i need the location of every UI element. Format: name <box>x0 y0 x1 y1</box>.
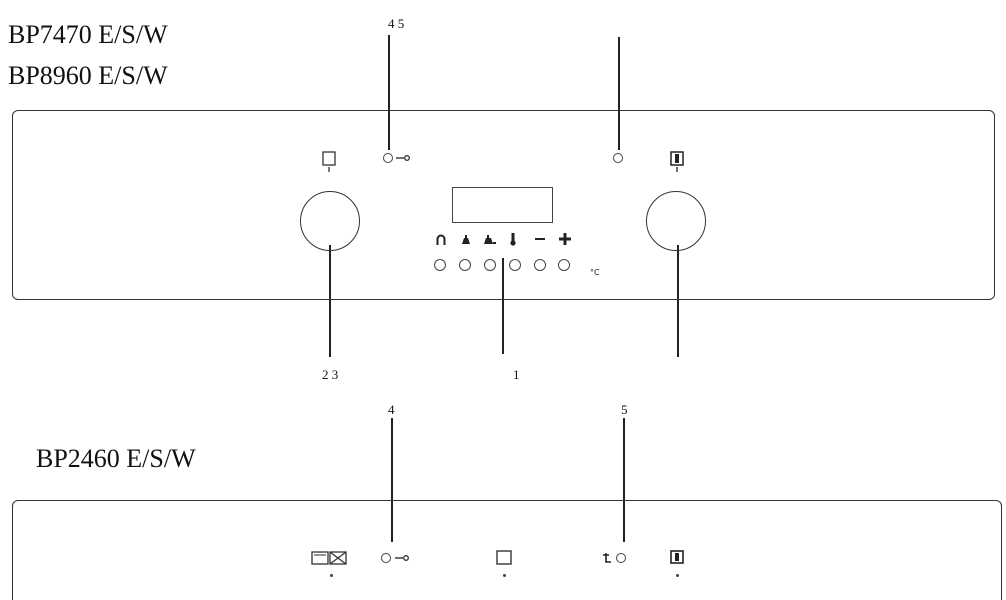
callout-5: 5 <box>621 402 628 417</box>
clock-icon <box>436 234 446 245</box>
minus-button[interactable] <box>534 259 546 271</box>
key-lock-icon <box>396 155 410 161</box>
cooking-start-icon <box>484 235 496 244</box>
control-panel-bottom <box>12 500 1002 600</box>
bell-icon <box>462 235 470 244</box>
leader-line-bottom-timer <box>623 418 625 542</box>
thermometer-icon <box>510 233 516 246</box>
oven-icon <box>496 550 512 565</box>
leader-line-buttons <box>502 258 504 354</box>
callout-4: 4 <box>388 402 395 417</box>
heating-indicator-led <box>613 153 623 163</box>
temperature-knob-icon <box>670 550 684 564</box>
knob-marker-dot <box>503 574 506 577</box>
leader-line-right-led <box>618 37 620 150</box>
clock-button[interactable] <box>434 259 446 271</box>
plus-button[interactable] <box>558 259 570 271</box>
model-label-bp2460: BP2460 E/S/W <box>36 444 196 473</box>
callout-1: 1 <box>513 367 520 382</box>
alarm-button[interactable] <box>459 259 471 271</box>
cooking-end-button[interactable] <box>484 259 496 271</box>
temperature-button[interactable] <box>509 259 521 271</box>
model-label-bp8960: BP8960 E/S/W <box>8 61 168 90</box>
key-lock-icon <box>395 555 409 561</box>
callout-2-3: 2 3 <box>322 367 339 382</box>
temperature-unit-label: °C <box>590 268 600 277</box>
digital-display <box>452 187 553 223</box>
function-selector-knob[interactable] <box>300 191 360 251</box>
oven-light-icon <box>311 551 347 565</box>
minus-icon <box>535 238 545 240</box>
model-label-bp7470: BP7470 E/S/W <box>8 20 168 49</box>
callout-4-5: 4 5 <box>388 16 405 31</box>
temperature-knob-icon <box>670 151 684 172</box>
lock-indicator-led <box>383 153 393 163</box>
plus-icon <box>559 233 571 245</box>
bottom-lock-indicator-led <box>381 553 391 563</box>
timer-icon <box>603 553 611 563</box>
knob-marker-dot <box>676 574 679 577</box>
oven-function-icon <box>322 151 336 172</box>
leader-line-lock-led <box>388 35 390 150</box>
leader-line-bottom-lock <box>391 418 393 542</box>
temperature-selector-knob[interactable] <box>646 191 706 251</box>
leader-line-left-knob <box>329 245 331 357</box>
leader-line-right-knob <box>677 245 679 357</box>
timer-indicator-led <box>616 553 626 563</box>
knob-marker-dot <box>330 574 333 577</box>
control-panel-top <box>12 110 995 300</box>
